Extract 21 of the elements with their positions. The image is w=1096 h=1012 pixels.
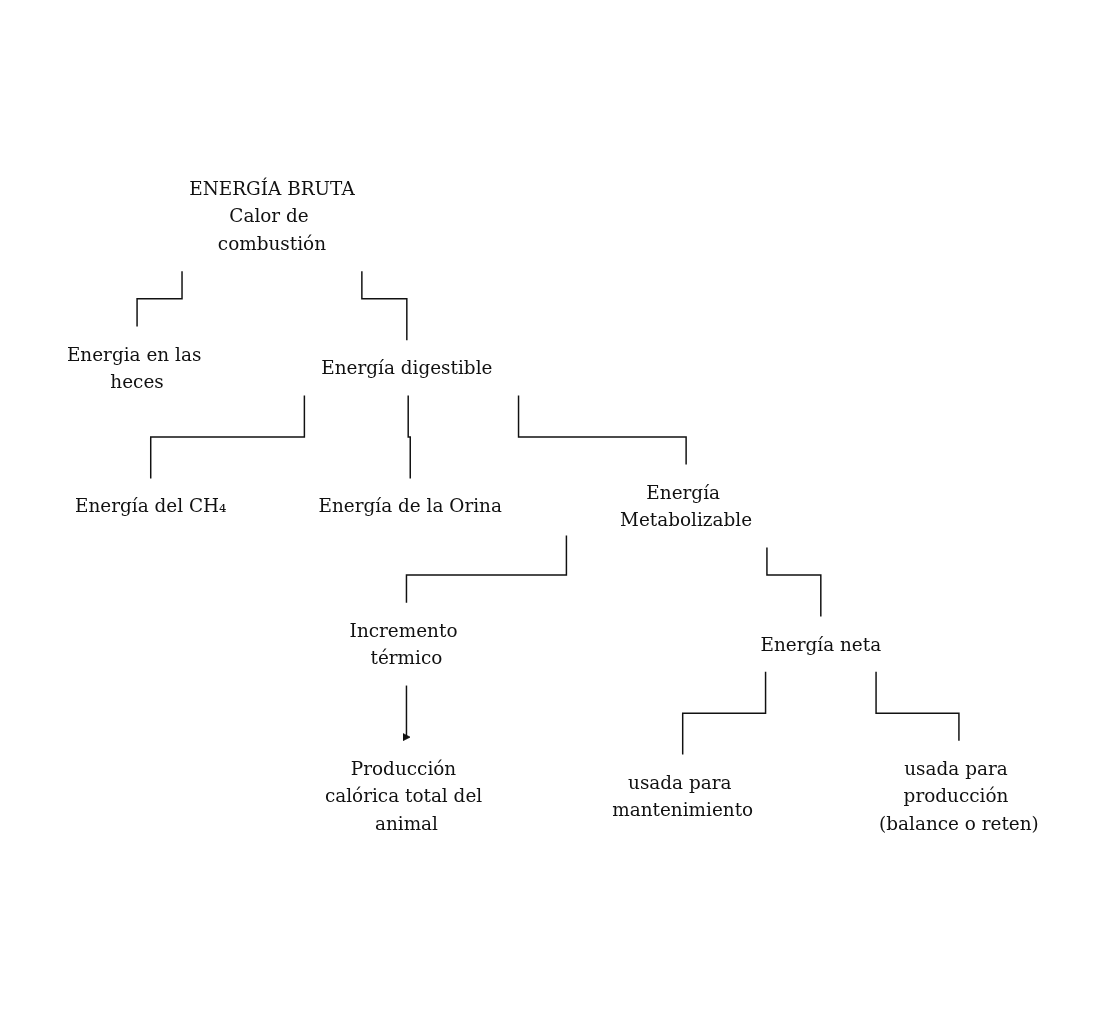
- node-text: Energía Metabolizable: [620, 481, 753, 531]
- node-text: ENERGÍA BRUTA Calor de combustión: [189, 177, 355, 255]
- connector: [150, 394, 306, 480]
- connector: [681, 671, 767, 756]
- connector: [766, 546, 822, 618]
- node-text: Energia en las heces: [66, 343, 202, 393]
- node-text: Producción calórica total del animal: [324, 757, 483, 835]
- node-text: Energía del CH₄: [74, 494, 227, 518]
- connector: [875, 671, 960, 742]
- node-text: usada para mantenimiento: [612, 771, 754, 821]
- node-text: Incremento térmico: [349, 619, 458, 669]
- node-text: Energía de la Orina: [318, 494, 502, 518]
- connector: [361, 270, 408, 341]
- node-text: Energía digestible: [321, 356, 493, 379]
- connector: [405, 534, 568, 604]
- connector: [517, 394, 687, 466]
- arrow: [402, 684, 411, 742]
- connector: [407, 394, 411, 480]
- node-text: Energía neta: [760, 633, 882, 656]
- connector: [136, 270, 183, 328]
- node-text: usada para producción (balance o reten): [879, 757, 1039, 835]
